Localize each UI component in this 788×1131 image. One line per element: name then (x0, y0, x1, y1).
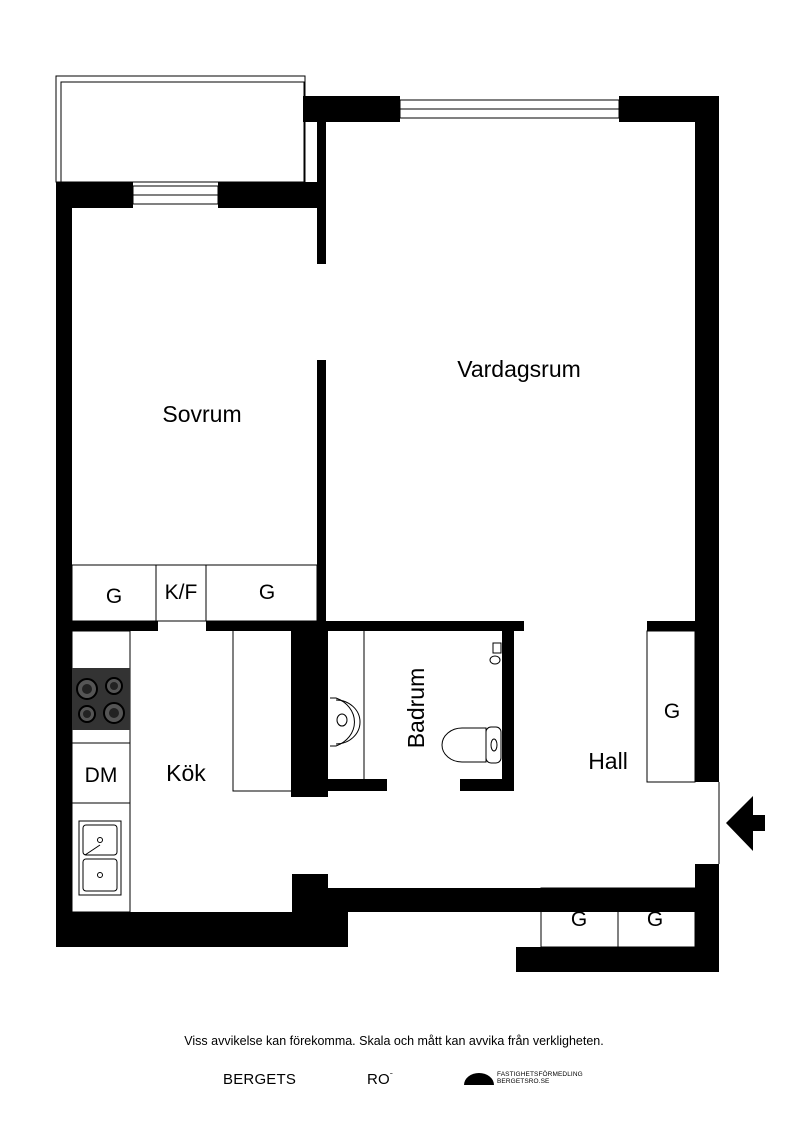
walls (56, 96, 719, 972)
faucet-icon (489, 642, 502, 665)
washbasin-icon (330, 697, 361, 747)
brand-name-left: BERGETS (223, 1071, 297, 1088)
toilet-icon (441, 726, 502, 764)
room-label-hall: Hall (588, 748, 628, 774)
disclaimer-text: Viss avvikelse kan förekomma. Skala och … (184, 1034, 604, 1048)
room-label-kok: Kök (166, 760, 206, 786)
balcony (55, 75, 306, 183)
brand-name-right: ROˉ (367, 1071, 394, 1088)
room-label-badrum: Badrum (403, 668, 429, 749)
dishwasher-label: DM (85, 764, 118, 787)
windows (132, 99, 620, 205)
closet-label-bedroom-left: G (106, 585, 122, 608)
brand-tagline: FASTIGHETSFÖRMEDLING (497, 1071, 583, 1078)
stove-icon (72, 668, 130, 730)
closet-label-hall-bottom-left: G (571, 908, 587, 931)
brand-name-right-text: RO (367, 1071, 390, 1088)
closet-label-hall: G (664, 700, 680, 723)
fridge-freezer-label: K/F (165, 581, 198, 604)
brand-url: BERGETSRO.SE (497, 1078, 550, 1085)
closet-label-hall-bottom-right: G (647, 908, 663, 931)
brand-logo-icon (464, 1073, 494, 1085)
closet-label-bedroom-right: G (259, 581, 275, 604)
sink-icon (78, 820, 122, 896)
room-label-vardagsrum: Vardagsrum (457, 356, 581, 382)
room-label-sovrum: Sovrum (162, 401, 241, 427)
entrance-arrow-icon (726, 796, 765, 851)
